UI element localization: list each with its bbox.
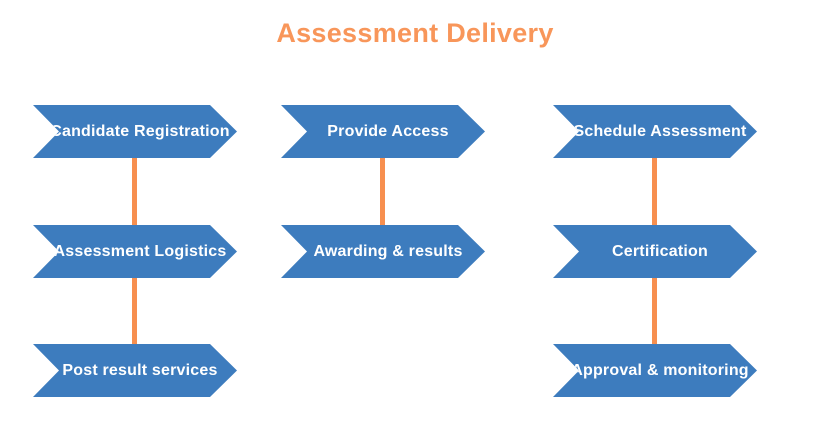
flow-step-label: Awarding & results — [313, 242, 463, 260]
connector-line — [652, 156, 657, 226]
flow-step-label: Assessment Logistics — [53, 242, 227, 260]
flow-step-assessment-logistics: Assessment Logistics — [33, 225, 237, 278]
flow-step-label: Candidate Registration — [50, 122, 230, 140]
flow-step-candidate-registration: Candidate Registration — [33, 105, 237, 158]
flow-step-label: Schedule Assessment — [573, 122, 747, 140]
flow-step-label: Certification — [612, 242, 708, 260]
connector-line — [380, 156, 385, 227]
flow-step-certification: Certification — [553, 225, 757, 278]
connector-line — [132, 156, 137, 227]
flow-step-label: Approval & monitoring — [571, 361, 749, 379]
flow-step-schedule-assessment: Schedule Assessment — [553, 105, 757, 158]
flow-step-label: Provide Access — [327, 122, 449, 140]
flow-step-awarding-results: Awarding & results — [281, 225, 485, 278]
connector-line — [132, 276, 137, 346]
page-title: Assessment Delivery — [276, 18, 554, 48]
flow-step-post-result-services: Post result services — [33, 344, 237, 397]
connector-line — [652, 276, 657, 346]
flow-step-provide-access: Provide Access — [281, 105, 485, 158]
flow-step-label: Post result services — [62, 361, 218, 379]
flow-step-approval-monitoring: Approval & monitoring — [553, 344, 757, 397]
